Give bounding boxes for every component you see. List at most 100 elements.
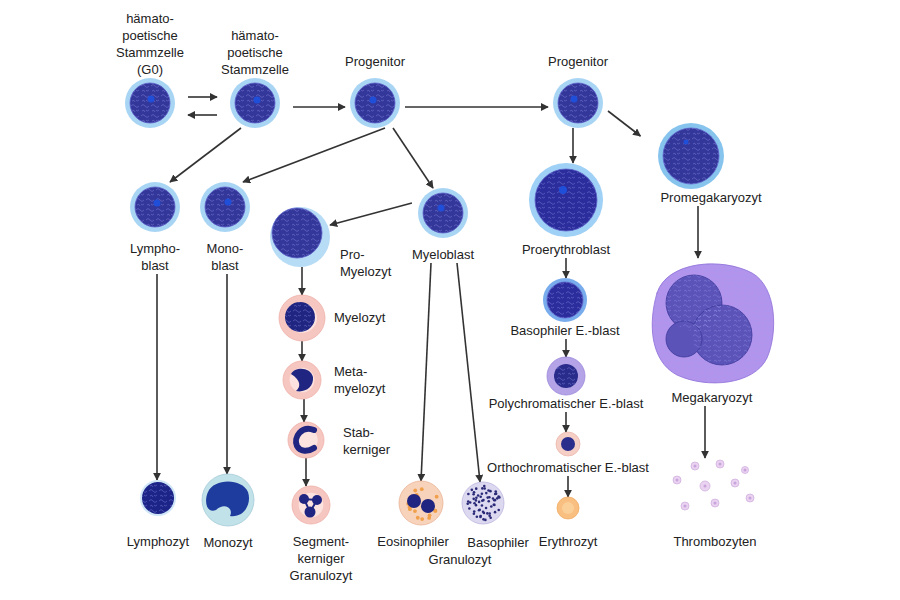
lineage-arrow	[243, 128, 385, 182]
cell-part	[652, 264, 773, 383]
cell-label: Pro- Myelozyt	[340, 246, 404, 280]
cell-node: Basophiler	[452, 482, 513, 551]
granule	[492, 503, 495, 506]
cell-illustration	[658, 123, 724, 189]
granule	[482, 518, 485, 521]
cell-part	[225, 199, 232, 206]
granule	[475, 487, 478, 490]
platelet	[746, 494, 754, 502]
lineage-arrow	[226, 274, 228, 474]
lineage-arrow	[457, 263, 480, 482]
cell-part	[438, 205, 445, 212]
platelet	[673, 476, 681, 484]
cell-node: Monozyt	[202, 474, 254, 551]
platelet	[700, 481, 710, 491]
cell-illustration	[270, 207, 330, 267]
shared-label: Granulozyt	[400, 551, 520, 568]
cell-illustration	[230, 78, 280, 128]
cell-part	[658, 123, 724, 189]
lineage-arrow	[156, 274, 158, 480]
cell-label: hämato- poetische Stammzelle	[217, 27, 293, 78]
cell-part	[423, 193, 463, 233]
lineage-arrow	[188, 114, 217, 116]
cell-part	[296, 429, 314, 451]
cell-label: Lympho- blast	[125, 240, 185, 274]
cell-part	[407, 494, 421, 508]
granule	[468, 507, 471, 510]
cell-part	[535, 169, 597, 231]
cell-part	[554, 364, 578, 388]
granule	[482, 499, 485, 502]
granule	[472, 493, 475, 496]
cell-label: Lymphozyt	[127, 533, 189, 550]
cell-label: Segment- kerniger Granulozyt	[283, 533, 359, 584]
cell-part	[292, 486, 330, 524]
cell-part	[305, 507, 316, 518]
cell-part	[291, 369, 313, 392]
granule	[494, 490, 497, 493]
granule	[478, 509, 481, 512]
granule	[428, 513, 432, 517]
cell-part	[142, 482, 174, 514]
lineage-arrow	[565, 412, 567, 432]
cell-label: Orthochromatischer E.-blast	[487, 459, 649, 476]
cell-part	[558, 83, 598, 123]
platelet	[742, 467, 749, 474]
cell-part	[571, 96, 578, 103]
granule	[487, 489, 490, 492]
cell-illustration	[547, 357, 585, 395]
lineage-arrow	[704, 406, 706, 458]
platelet	[731, 479, 739, 487]
granule	[497, 495, 500, 498]
lineage-arrow	[608, 111, 640, 136]
cell-node: Progenitor	[345, 53, 405, 128]
cell-part	[423, 193, 463, 233]
cell-part	[556, 432, 580, 456]
cell-node: Pro- Myelozyt	[270, 207, 330, 267]
cell-part	[529, 163, 603, 237]
cell-illustration	[283, 361, 321, 399]
cell-part	[663, 128, 719, 184]
cell-illustration	[418, 188, 468, 238]
granule	[420, 517, 424, 521]
cell-node: Promegakaryozyt	[640, 123, 741, 206]
cell-part	[312, 495, 322, 505]
cell-node: Mono- blast	[200, 182, 250, 274]
cell-part	[547, 282, 583, 318]
lineage-arrow	[293, 106, 345, 108]
lineage-arrow	[697, 206, 699, 258]
cell-node: Lympho- blast	[125, 182, 185, 274]
granule	[475, 496, 478, 499]
lineage-arrow	[393, 128, 433, 188]
cell-illustration	[292, 486, 330, 524]
granule	[471, 489, 474, 492]
granule	[475, 499, 478, 502]
cell-part	[543, 278, 587, 322]
granule	[493, 499, 496, 502]
lineage-arrow	[565, 258, 567, 278]
cell-label: Polychromatischer E.-blast	[489, 395, 644, 412]
granule	[478, 509, 481, 512]
cell-part	[299, 494, 309, 504]
cell-label: Meta- myelozyt	[334, 363, 398, 397]
lineage-arrow	[405, 106, 548, 108]
cell-part	[285, 302, 315, 332]
cell-part	[283, 361, 321, 399]
cell-part	[254, 97, 261, 104]
granule	[473, 502, 476, 505]
cell-illustration	[543, 278, 587, 322]
cell-label: Myeloblast	[412, 246, 474, 263]
cell-illustration	[200, 182, 250, 232]
granule	[486, 512, 489, 515]
cell-node: Segment- kerniger Granulozyt	[273, 486, 349, 584]
cell-part	[205, 187, 245, 227]
cell-part	[272, 208, 322, 258]
platelet	[691, 462, 699, 470]
cell-part	[561, 437, 575, 451]
cell-part	[130, 83, 170, 123]
granule	[473, 512, 476, 515]
granule	[485, 507, 488, 510]
granule	[478, 501, 481, 504]
granule	[481, 487, 484, 490]
cell-node: hämato- poetische Stammzelle	[217, 27, 293, 128]
